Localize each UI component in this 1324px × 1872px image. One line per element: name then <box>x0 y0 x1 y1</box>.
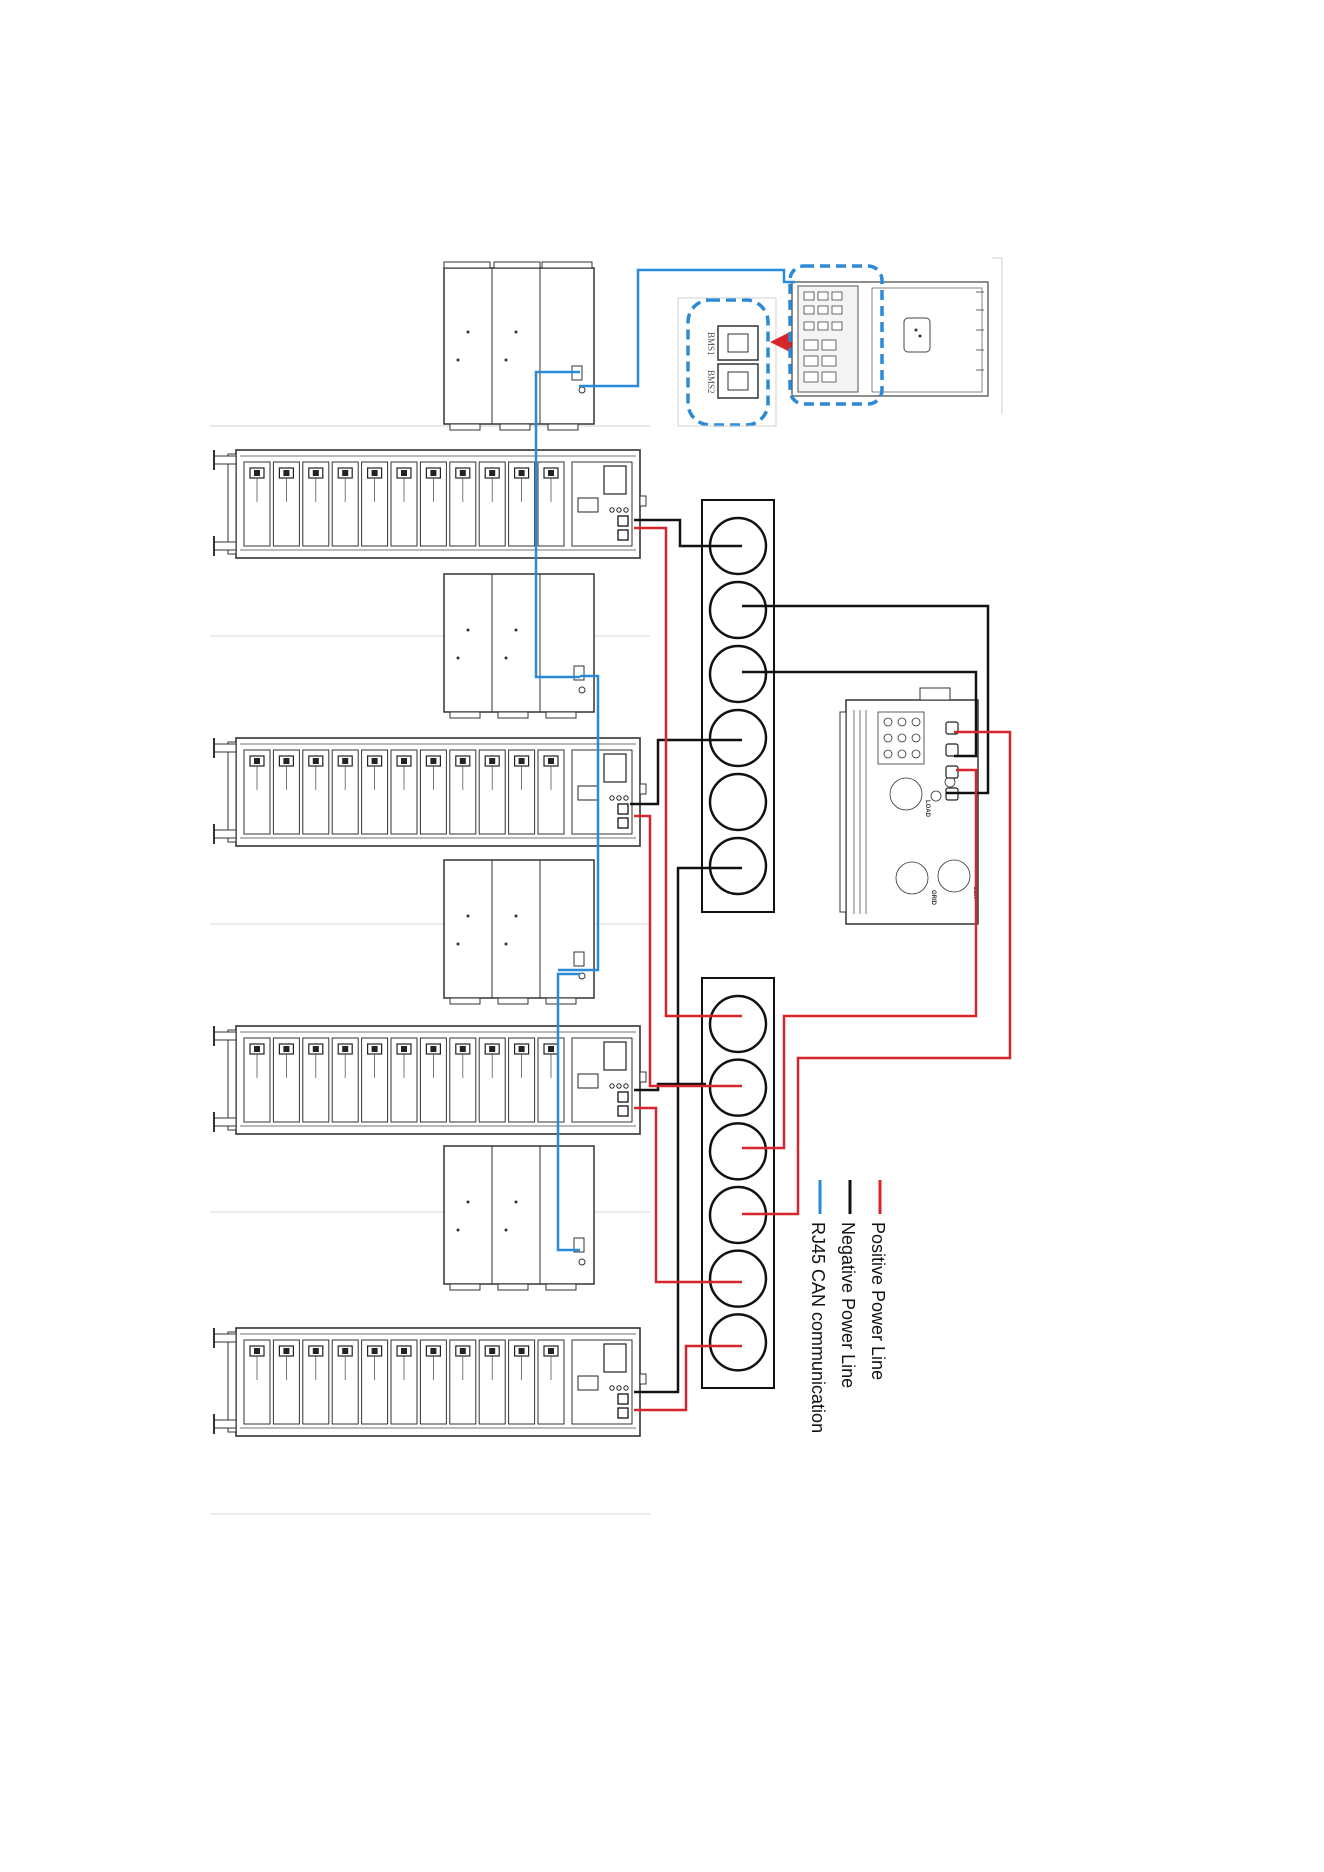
battery-cabinet-top <box>444 262 594 430</box>
battery-module <box>538 462 564 546</box>
battery-module <box>420 1038 446 1122</box>
battery-module <box>509 462 535 546</box>
battery-module <box>509 1340 535 1424</box>
load-label: LOAD <box>924 800 930 818</box>
battery-module <box>420 462 446 546</box>
busbar-terminal <box>710 710 766 766</box>
busbar-terminal <box>710 1123 766 1179</box>
battery-module <box>450 462 476 546</box>
battery-module <box>479 462 505 546</box>
busbar-terminal <box>710 838 766 894</box>
battery-module <box>450 1340 476 1424</box>
battery-module <box>273 1038 299 1122</box>
battery-module <box>391 750 417 834</box>
battery-module <box>479 1038 505 1122</box>
battery-module <box>538 750 564 834</box>
rack-bms-unit <box>572 1340 632 1424</box>
rack-bms-unit <box>572 750 632 834</box>
busbar-terminal <box>710 646 766 702</box>
legend-item-can: RJ45 CAN communication <box>808 1180 828 1433</box>
battery-module <box>479 1340 505 1424</box>
busbar-terminal <box>710 1251 766 1307</box>
battery-cabinet-3 <box>444 860 594 1004</box>
battery-module <box>332 1038 358 1122</box>
busbar-2 <box>702 978 774 1388</box>
battery-module <box>244 1038 270 1122</box>
hybrid-inverter: LOAD GRID GEN <box>840 688 978 924</box>
legend-can-label: RJ45 CAN communication <box>808 1222 828 1433</box>
legend: Positive Power Line Negative Power Line … <box>808 1180 888 1433</box>
battery-module <box>244 750 270 834</box>
battery-module <box>509 1038 535 1122</box>
battery-cabinet-4 <box>444 1146 594 1290</box>
battery-module <box>303 1340 329 1424</box>
busbar-terminal <box>710 1314 766 1370</box>
legend-item-negative: Negative Power Line <box>838 1180 858 1388</box>
battery-module <box>391 1038 417 1122</box>
legend-negative-label: Negative Power Line <box>838 1222 858 1388</box>
bms2-label: BMS2 <box>706 370 716 394</box>
battery-module <box>391 1340 417 1424</box>
battery-module <box>391 462 417 546</box>
battery-module <box>509 750 535 834</box>
bms1-port: BMS1 <box>706 326 758 360</box>
battery-cabinets <box>444 574 594 1290</box>
battery-module <box>538 1038 564 1122</box>
bms1-label: BMS1 <box>706 332 716 356</box>
battery-module <box>362 1038 388 1122</box>
battery-cabinet-2 <box>444 574 594 718</box>
busbar-terminal <box>710 582 766 638</box>
battery-module <box>450 1038 476 1122</box>
battery-module <box>420 750 446 834</box>
battery-module <box>332 462 358 546</box>
inverter-top-unit <box>790 266 988 404</box>
battery-rack-4 <box>210 1328 650 1514</box>
battery-module <box>244 462 270 546</box>
battery-module <box>273 750 299 834</box>
busbar-terminal <box>710 996 766 1052</box>
battery-module <box>303 750 329 834</box>
legend-item-positive: Positive Power Line <box>868 1180 888 1380</box>
battery-module <box>273 1340 299 1424</box>
busbar-terminal <box>710 774 766 830</box>
battery-module <box>362 1340 388 1424</box>
busbar-terminal <box>710 1060 766 1116</box>
communication-module: BMS1 BMS2 <box>210 258 1002 430</box>
battery-module <box>450 750 476 834</box>
battery-module <box>244 1340 270 1424</box>
rack-bms-unit <box>572 1038 632 1122</box>
battery-module <box>332 750 358 834</box>
rack-bms-unit <box>572 462 632 546</box>
battery-module <box>273 462 299 546</box>
busbar-1 <box>702 500 774 912</box>
battery-module <box>303 1038 329 1122</box>
bms-port-zoom: BMS1 BMS2 <box>678 298 776 426</box>
battery-module <box>538 1340 564 1424</box>
battery-module <box>303 462 329 546</box>
battery-module <box>420 1340 446 1424</box>
grid-label: GRID <box>930 890 936 906</box>
busbars <box>702 500 774 1388</box>
battery-module <box>362 462 388 546</box>
battery-module <box>479 750 505 834</box>
battery-module <box>332 1340 358 1424</box>
legend-positive-label: Positive Power Line <box>868 1222 888 1380</box>
bms2-port: BMS2 <box>706 364 758 398</box>
battery-module <box>362 750 388 834</box>
